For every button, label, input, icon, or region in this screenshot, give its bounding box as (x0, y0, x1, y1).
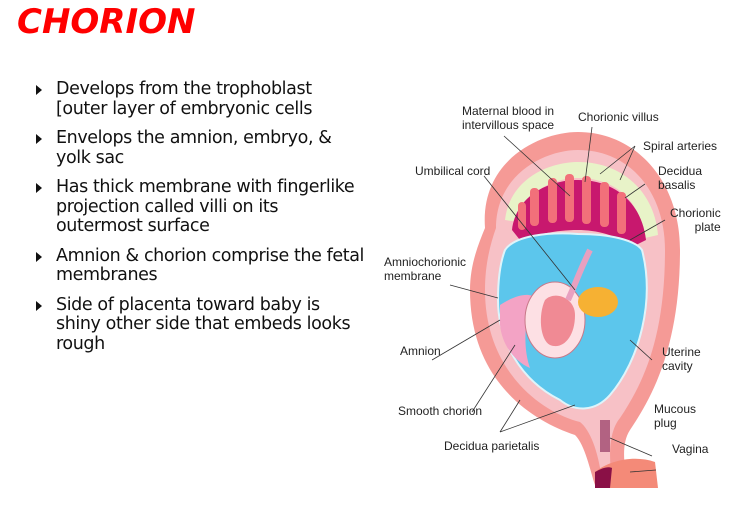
label-smooth-chorion: Smooth chorion (398, 404, 483, 418)
chorion-diagram: Maternal blood in intervillous space Cho… (380, 100, 740, 490)
bullet-text: Develops from the trophoblast [outer lay… (56, 79, 313, 119)
label-uterine-cavity: Uterine cavity (662, 345, 701, 373)
label-spiral-arteries: Spiral arteries (643, 139, 718, 153)
bullet-item: Side of placenta toward baby is shiny ot… (36, 294, 366, 355)
label-chorionic-villus: Chorionic villus (578, 110, 659, 124)
bullet-text: Has thick membrane with fingerlike proje… (56, 177, 355, 236)
triangle-right-icon (36, 85, 42, 95)
bullet-item: Has thick membrane with fingerlike proje… (36, 177, 366, 237)
label-decidua-basalis: Decidua basalis (658, 164, 703, 192)
uterus-illustration (431, 126, 680, 488)
bullet-text: Amnion & chorion comprise the fetal memb… (56, 245, 365, 285)
bullet-item: Develops from the trophoblast [outer lay… (36, 79, 366, 119)
label-umbilical-cord: Umbilical cord (415, 164, 491, 178)
bullet-list: Develops from the trophoblast [outer lay… (36, 79, 366, 364)
label-vagina: Vagina (672, 442, 709, 456)
label-amnion: Amnion (400, 344, 441, 358)
label-mucous-plug: Mucous plug (654, 402, 697, 430)
triangle-right-icon (36, 251, 42, 262)
label-maternal-blood: Maternal blood in intervillous space (462, 104, 555, 132)
triangle-right-icon (36, 300, 42, 311)
slide-title: CHORION (17, 2, 196, 42)
triangle-right-icon (36, 183, 42, 193)
bullet-text: Side of placenta toward baby is shiny ot… (56, 294, 351, 354)
label-chorionic-plate: Chorionic plate (670, 206, 721, 234)
bullet-item: Envelops the amnion, embryo, & yolk sac (36, 128, 366, 168)
label-amniochorionic-membrane: Amniochorionic membrane (384, 255, 467, 283)
bullet-text: Envelops the amnion, embryo, & yolk sac (56, 128, 332, 168)
triangle-right-icon (36, 134, 42, 144)
bullet-item: Amnion & chorion comprise the fetal memb… (36, 245, 366, 286)
label-decidua-parietalis: Decidua parietalis (444, 439, 540, 453)
